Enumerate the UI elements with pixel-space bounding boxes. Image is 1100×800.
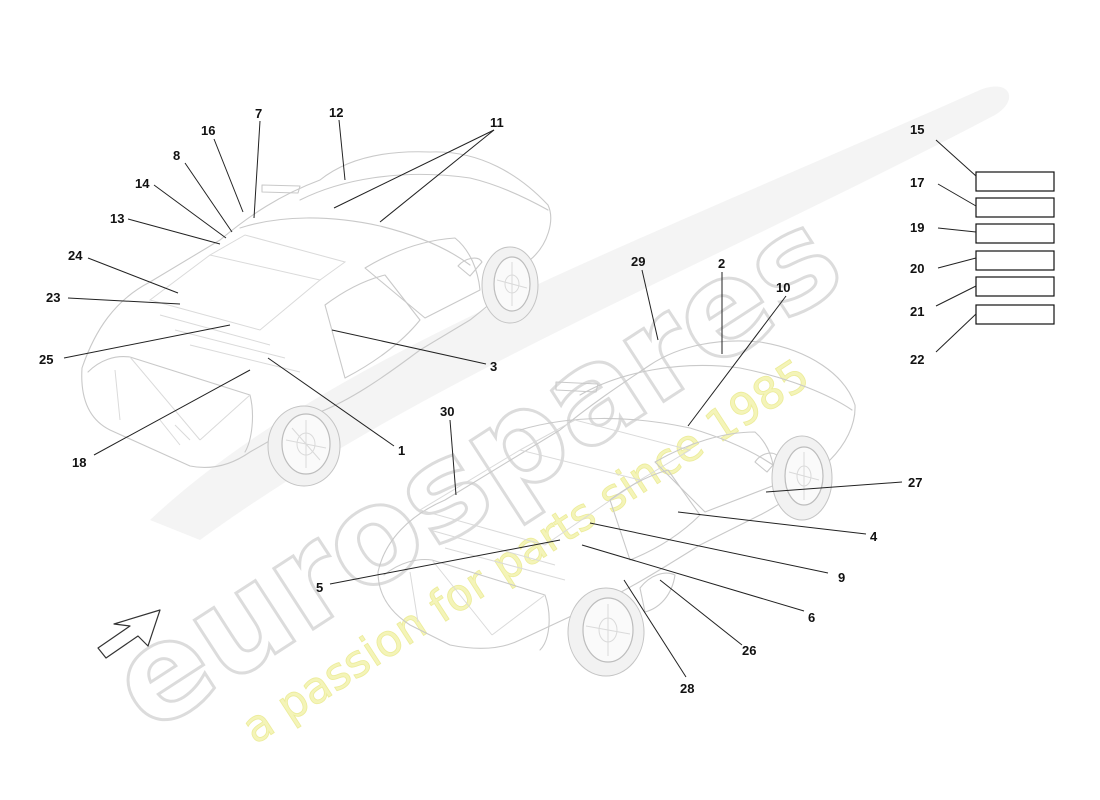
callout-11: 11 bbox=[490, 115, 504, 130]
car-side-rear-view bbox=[377, 340, 856, 677]
label-box-15 bbox=[975, 171, 1055, 192]
callout-20: 20 bbox=[910, 261, 924, 276]
callout-17: 17 bbox=[910, 175, 924, 190]
callout-29: 29 bbox=[631, 254, 645, 269]
callout-8: 8 bbox=[173, 148, 180, 163]
callout-7: 7 bbox=[255, 106, 262, 121]
label-stickers bbox=[975, 171, 1055, 325]
callout-labels: 1 2 3 4 5 6 7 8 9 10 11 12 13 14 15 16 1… bbox=[39, 105, 924, 696]
watermark-swoosh bbox=[150, 86, 1010, 541]
callout-13: 13 bbox=[110, 211, 124, 226]
callout-21: 21 bbox=[910, 304, 924, 319]
callout-26: 26 bbox=[742, 643, 756, 658]
label-box-20 bbox=[975, 250, 1055, 271]
callout-15: 15 bbox=[910, 122, 924, 137]
callout-9: 9 bbox=[838, 570, 845, 585]
callout-30: 30 bbox=[440, 404, 454, 419]
callout-10: 10 bbox=[776, 280, 790, 295]
leader-lines bbox=[63, 119, 977, 678]
callout-27: 27 bbox=[908, 475, 922, 490]
callout-22: 22 bbox=[910, 352, 924, 367]
label-box-19 bbox=[975, 223, 1055, 244]
callout-23: 23 bbox=[46, 290, 60, 305]
callout-28: 28 bbox=[680, 681, 694, 696]
callout-14: 14 bbox=[135, 176, 150, 191]
callout-4: 4 bbox=[870, 529, 878, 544]
callout-3: 3 bbox=[490, 359, 497, 374]
callout-6: 6 bbox=[808, 610, 815, 625]
label-box-17 bbox=[975, 197, 1055, 218]
callout-5: 5 bbox=[316, 580, 323, 595]
callout-1: 1 bbox=[398, 443, 405, 458]
car-rear-view bbox=[81, 151, 552, 487]
callout-24: 24 bbox=[68, 248, 83, 263]
callout-2: 2 bbox=[718, 256, 725, 271]
watermark-brand: eurospares bbox=[84, 178, 868, 762]
callout-12: 12 bbox=[329, 105, 343, 120]
label-box-21 bbox=[975, 276, 1055, 297]
callout-16: 16 bbox=[201, 123, 215, 138]
callout-25: 25 bbox=[39, 352, 53, 367]
arrow-icon bbox=[97, 609, 161, 659]
callout-18: 18 bbox=[72, 455, 86, 470]
label-box-22 bbox=[975, 304, 1055, 325]
callout-19: 19 bbox=[910, 220, 924, 235]
watermark: eurospares a passion for parts since 198… bbox=[82, 86, 1010, 763]
